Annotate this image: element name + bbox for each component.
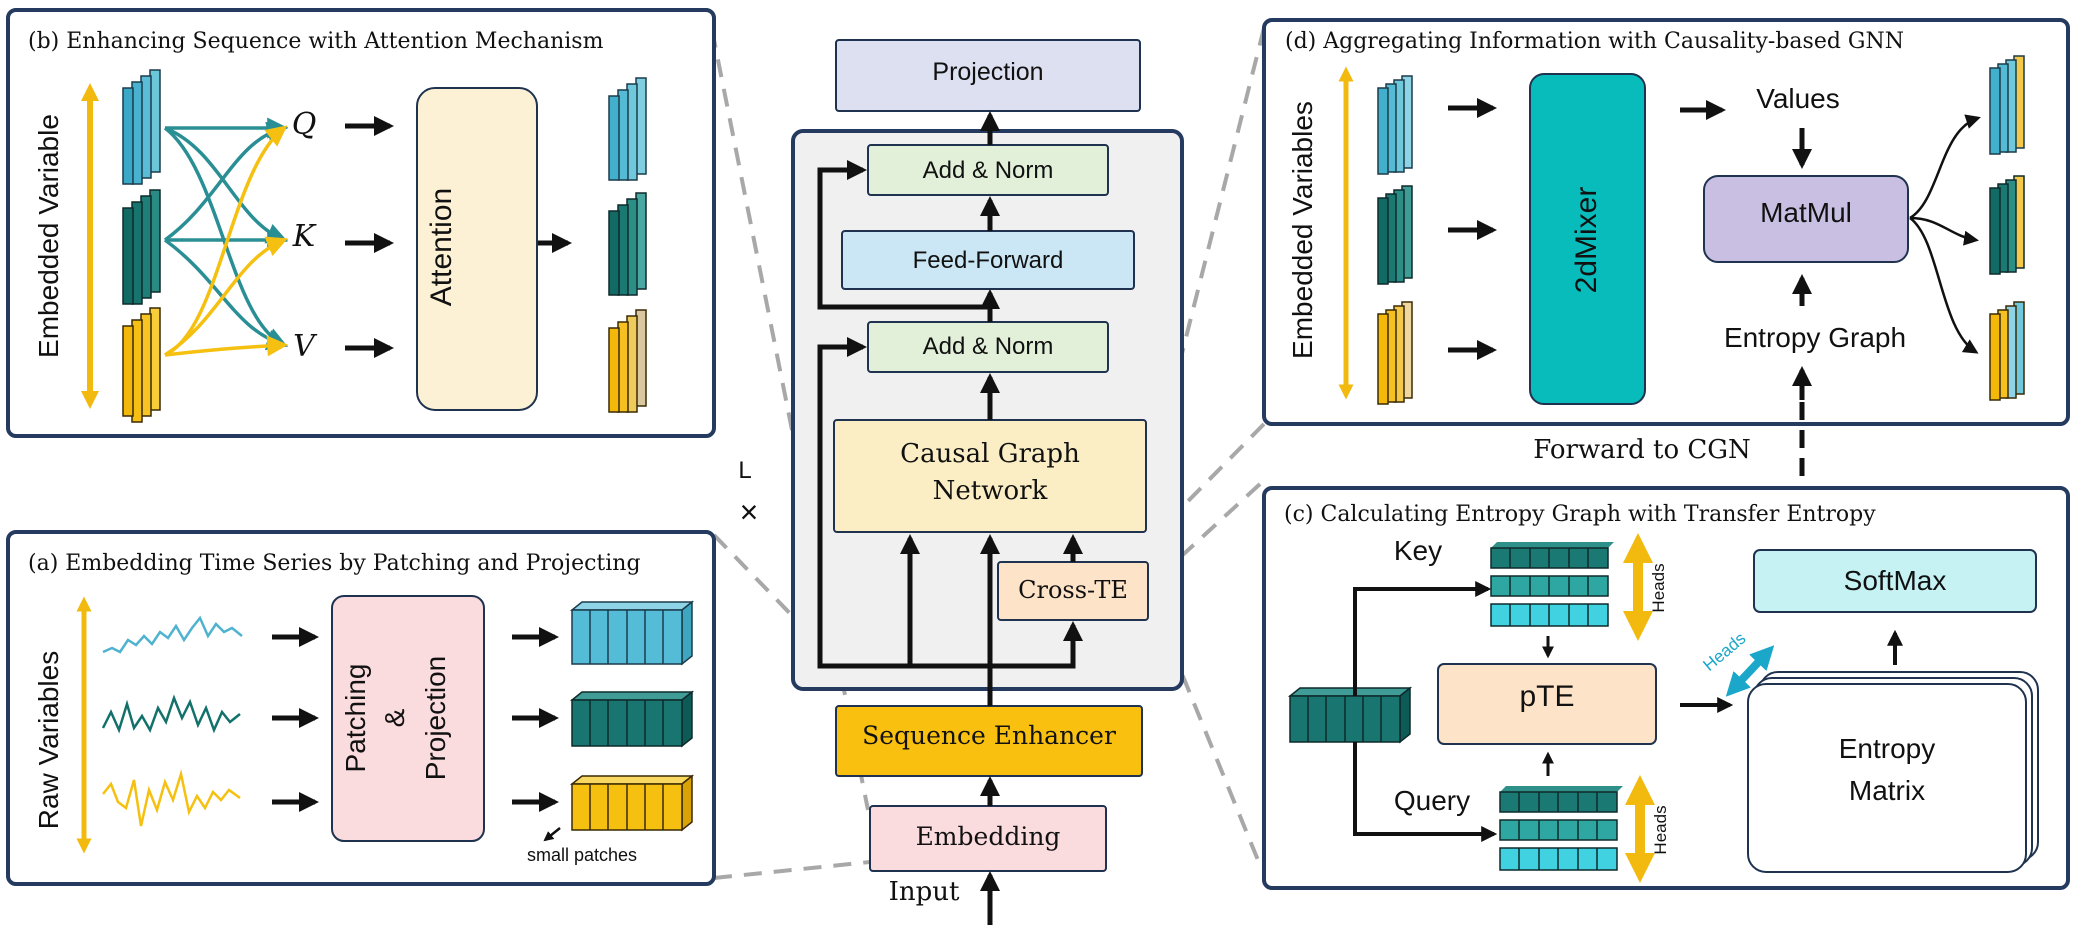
cyan-embedding-stack bbox=[122, 69, 161, 185]
add-norm-top-label: Add & Norm bbox=[923, 157, 1054, 184]
input-label: Input bbox=[889, 877, 960, 907]
panel-d-axis-label: Embedded Variables bbox=[1287, 101, 1318, 359]
k-label: K bbox=[292, 219, 317, 254]
pte-box bbox=[1437, 663, 1657, 745]
values-label: Values bbox=[1756, 83, 1840, 114]
query-heads-label: Heads bbox=[1651, 805, 1670, 854]
yellow-embedding-stack bbox=[122, 307, 161, 423]
panel-c-title: (c) Calculating Entropy Graph with Trans… bbox=[1284, 502, 1876, 527]
cgn-label-line1: Causal Graph bbox=[900, 439, 1080, 469]
patching-label: Patching bbox=[340, 664, 371, 773]
key-heads-label: Heads bbox=[1649, 563, 1668, 612]
pte-label: pTE bbox=[1519, 680, 1574, 713]
times-label: × bbox=[740, 494, 759, 530]
patching-projection-box bbox=[331, 595, 485, 842]
yellow-patch-bar bbox=[569, 774, 695, 832]
key-label: Key bbox=[1394, 535, 1442, 566]
d-input-stacks bbox=[1377, 75, 1413, 405]
teal-patch-bar bbox=[569, 690, 695, 748]
teal-series bbox=[101, 694, 241, 734]
main-arrows bbox=[817, 111, 1083, 925]
small-patches-label: small patches bbox=[527, 845, 637, 865]
output-stacks bbox=[608, 77, 647, 413]
query-label: Query bbox=[1394, 785, 1470, 816]
projection-label: Projection bbox=[932, 58, 1043, 86]
yellow-series bbox=[102, 769, 241, 827]
cgn-label-line2: Network bbox=[933, 476, 1048, 506]
ampersand-label: & bbox=[379, 708, 410, 727]
qkv-curves bbox=[163, 117, 289, 357]
forward-to-cgn-label: Forward to CGN bbox=[1533, 435, 1751, 465]
panel-a: (a) Embedding Time Series by Patching an… bbox=[6, 530, 716, 886]
2dmixer-box bbox=[1529, 73, 1646, 405]
c-input-tensor bbox=[1287, 686, 1413, 744]
entropy-matrix-stack bbox=[1747, 671, 2039, 873]
d-output-stacks bbox=[1989, 55, 2025, 401]
teal-embedding-stack bbox=[122, 189, 161, 305]
entropy-matrix-line2: Matrix bbox=[1849, 775, 1925, 806]
l-label: L bbox=[738, 457, 751, 484]
cyan-patch-bar bbox=[569, 600, 695, 666]
q-label: Q bbox=[292, 107, 317, 142]
panel-a-title: (a) Embedding Time Series by Patching an… bbox=[28, 551, 641, 576]
attention-label: Attention bbox=[425, 188, 458, 306]
panel-b-title: (b) Enhancing Sequence with Attention Me… bbox=[28, 29, 604, 54]
main-architecture: Projection Add & Norm Feed-Forward Add &… bbox=[738, 39, 1184, 925]
projection-label-a: Projection bbox=[420, 656, 451, 781]
embedding-label: Embedding bbox=[916, 822, 1061, 851]
panel-b-axis-label: Embedded Variable bbox=[33, 114, 64, 358]
cross-te-label: Cross-TE bbox=[1018, 576, 1128, 604]
attention-box bbox=[416, 87, 538, 411]
panel-a-axis-label: Raw Variables bbox=[33, 651, 64, 829]
entropy-matrix-line1: Entropy bbox=[1839, 733, 1936, 764]
query-heads-stack bbox=[1499, 786, 1623, 871]
softmax-label: SoftMax bbox=[1844, 565, 1947, 596]
feed-forward-label: Feed-Forward bbox=[913, 247, 1064, 274]
key-heads-stack bbox=[1490, 542, 1614, 627]
panel-c: (c) Calculating Entropy Graph with Trans… bbox=[1262, 486, 2070, 890]
v-label: V bbox=[293, 329, 318, 364]
matmul-box bbox=[1703, 175, 1909, 263]
2dmixer-label: 2dMixer bbox=[1570, 187, 1603, 294]
matmul-label: MatMul bbox=[1760, 197, 1852, 228]
panel-b: (b) Enhancing Sequence with Attention Me… bbox=[6, 8, 716, 438]
cyan-series bbox=[102, 615, 243, 654]
add-norm-bottom-label: Add & Norm bbox=[923, 333, 1054, 360]
entropy-graph-label: Entropy Graph bbox=[1724, 322, 1906, 353]
softmax-box bbox=[1753, 549, 2037, 613]
panel-d: (d) Aggregating Information with Causali… bbox=[1262, 18, 2070, 426]
sequence-enhancer-label: Sequence Enhancer bbox=[862, 721, 1116, 750]
panel-d-title: (d) Aggregating Information with Causali… bbox=[1285, 29, 1904, 54]
